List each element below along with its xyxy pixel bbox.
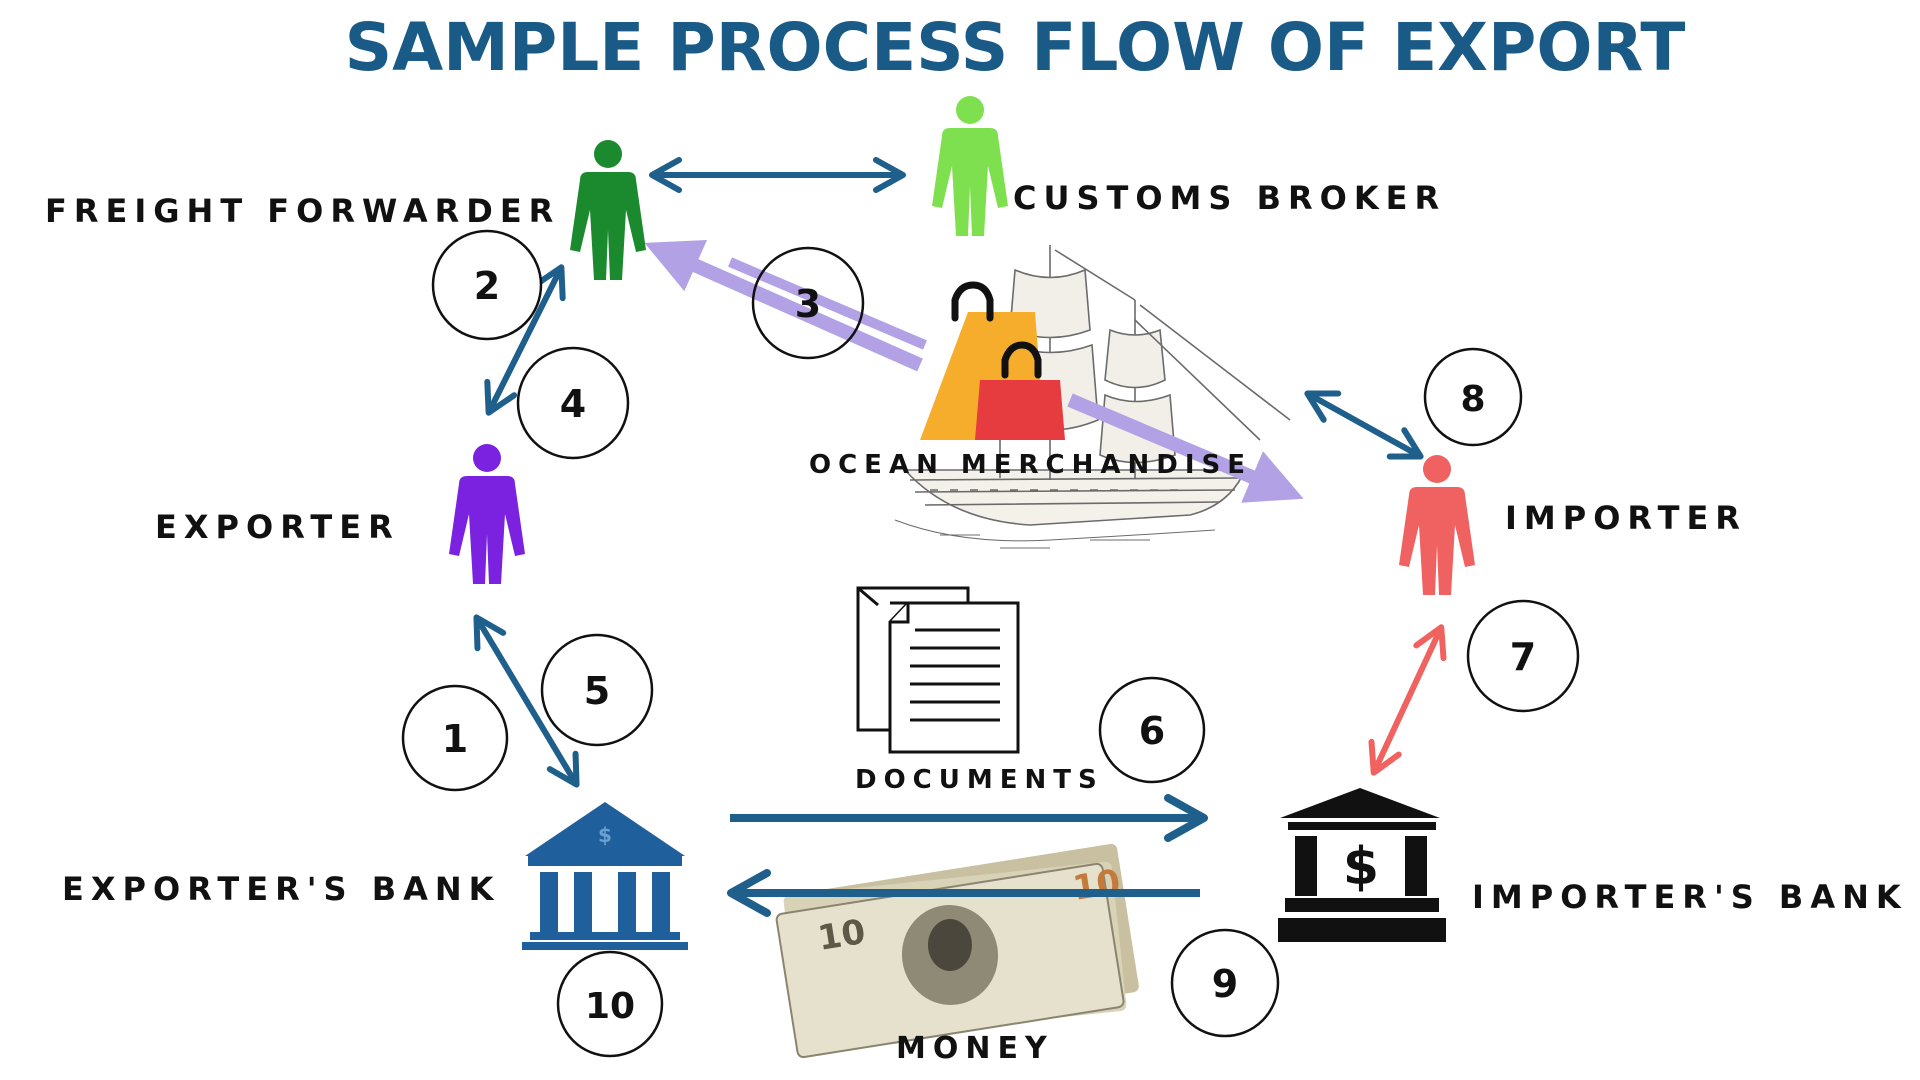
documents-icon bbox=[856, 586, 1020, 754]
freight-forwarder-person-icon bbox=[570, 140, 646, 280]
svg-text:10: 10 bbox=[585, 986, 635, 1027]
exporter-person-icon bbox=[449, 444, 525, 584]
svg-text:5: 5 bbox=[584, 669, 610, 713]
page-title: SAMPLE PROCESS FLOW OF EXPORT bbox=[345, 9, 1686, 86]
step-circle-1: 1 bbox=[401, 684, 509, 792]
documents-label: DOCUMENTS bbox=[855, 765, 1104, 795]
step-circle-2: 2 bbox=[431, 229, 543, 341]
arrow-importer-bank bbox=[1368, 624, 1447, 776]
svg-text:7: 7 bbox=[1510, 635, 1536, 679]
exporter-bank-label: EXPORTER'S BANK bbox=[62, 870, 500, 908]
arrow-exporter-forwarder bbox=[484, 264, 566, 416]
step-circle-3: 3 bbox=[751, 246, 865, 360]
money-label: MONEY bbox=[896, 1031, 1054, 1066]
arrow-ship-importer bbox=[1304, 390, 1424, 460]
money-denomination: 10 bbox=[815, 912, 868, 959]
svg-text:2: 2 bbox=[474, 264, 500, 308]
importer-person-icon bbox=[1399, 455, 1475, 595]
importer-bank-dollar: $ bbox=[1343, 837, 1379, 897]
money-icon: 10 10 bbox=[775, 843, 1139, 1059]
svg-text:6: 6 bbox=[1139, 709, 1165, 753]
money-denomination-2: 10 bbox=[1070, 862, 1123, 909]
customs-broker-person-icon bbox=[932, 96, 1008, 236]
customs-broker-label: CUSTOMS BROKER bbox=[1013, 179, 1446, 217]
svg-text:3: 3 bbox=[795, 282, 821, 326]
step-circle-10: 10 bbox=[556, 950, 664, 1058]
step-circle-7: 7 bbox=[1466, 599, 1580, 713]
freight-forwarder-label: FREIGHT FORWARDER bbox=[45, 192, 560, 230]
exporter-bank-dollar: $ bbox=[598, 823, 612, 847]
svg-text:9: 9 bbox=[1212, 962, 1238, 1006]
exporter-label: EXPORTER bbox=[155, 508, 400, 546]
svg-text:4: 4 bbox=[560, 382, 586, 426]
exporter-bank-icon: $ bbox=[522, 802, 688, 950]
svg-text:1: 1 bbox=[442, 717, 468, 761]
flow-arrows bbox=[473, 157, 1447, 917]
step-circle-8: 8 bbox=[1423, 347, 1523, 447]
importer-bank-label: IMPORTER'S BANK bbox=[1472, 878, 1908, 916]
step-circle-6: 6 bbox=[1098, 676, 1206, 784]
step-circle-5: 5 bbox=[540, 633, 654, 747]
ocean-merchandise-label: OCEAN MERCHANDISE bbox=[809, 450, 1252, 480]
importer-label: IMPORTER bbox=[1505, 499, 1747, 537]
importer-bank-icon: $ bbox=[1278, 788, 1446, 942]
arrow-merchandise-importer bbox=[1067, 393, 1304, 503]
arrow-exporter-bank bbox=[473, 614, 580, 788]
step-circle-4: 4 bbox=[516, 346, 630, 460]
arrow-merchandise-shadow bbox=[728, 257, 927, 350]
step-circle-9: 9 bbox=[1170, 928, 1280, 1038]
step-circles: 1 2 3 4 5 6 7 8 bbox=[401, 229, 1580, 1058]
arrow-merchandise-forwarder bbox=[644, 240, 923, 372]
shopping-bags-icon bbox=[920, 281, 1065, 440]
svg-text:8: 8 bbox=[1460, 379, 1485, 420]
